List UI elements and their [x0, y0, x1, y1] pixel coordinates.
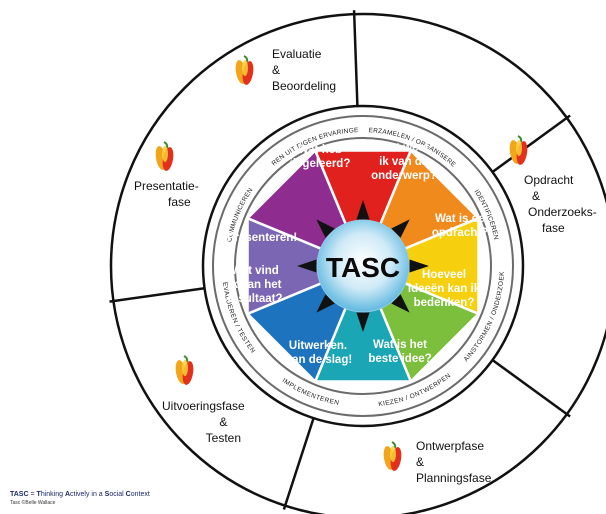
- arrow-icon: [356, 312, 370, 332]
- chili-pepper-icon: [383, 441, 402, 471]
- phase-presentatie-label: Presentatie- fase: [134, 179, 199, 209]
- phase-ontwerp-label: Ontwerpfase & Planningsfase: [416, 439, 492, 485]
- chili-pepper-icon: [235, 55, 254, 85]
- chili-pepper-icon: [155, 141, 174, 171]
- footer-acronym: TASC = Thinking Actively in a Social Con…: [10, 491, 150, 498]
- arrow-icon: [297, 259, 317, 273]
- arrows: [297, 200, 429, 332]
- phase-opdracht-label: Opdracht & Onderzoeks- fase: [524, 173, 597, 235]
- chili-pepper-icon: [175, 355, 194, 385]
- arrow-icon: [316, 219, 335, 238]
- segment-label-5: Uitwerken.Aan de slag!: [284, 340, 352, 366]
- phase-divider: [109, 287, 205, 303]
- phase-uitvoering-label: Uitvoeringsfase & Testen: [162, 399, 245, 445]
- arrow-icon: [391, 294, 410, 313]
- arrow-icon: [409, 259, 429, 273]
- footer: TASC = Thinking Actively in a Social Con…: [10, 491, 150, 507]
- arrow-icon: [356, 200, 370, 220]
- chili-icons: [155, 55, 528, 471]
- arrow-icon: [391, 219, 410, 238]
- chili-pepper-icon: [509, 135, 528, 165]
- center-title: TASC: [326, 252, 400, 283]
- phase-divider: [491, 359, 571, 418]
- phase-divider: [282, 417, 315, 510]
- phase-divider: [352, 10, 359, 107]
- segment-label-7: Presenteren!: [227, 232, 297, 244]
- phase-divider: [491, 114, 571, 173]
- phase-evaluatie-label: Evaluatie & Beoordeling: [272, 47, 337, 93]
- footer-credit: Tasc ©Belle Wallace: [10, 500, 56, 506]
- center-hub: TASC: [316, 219, 410, 313]
- arrow-icon: [316, 294, 335, 313]
